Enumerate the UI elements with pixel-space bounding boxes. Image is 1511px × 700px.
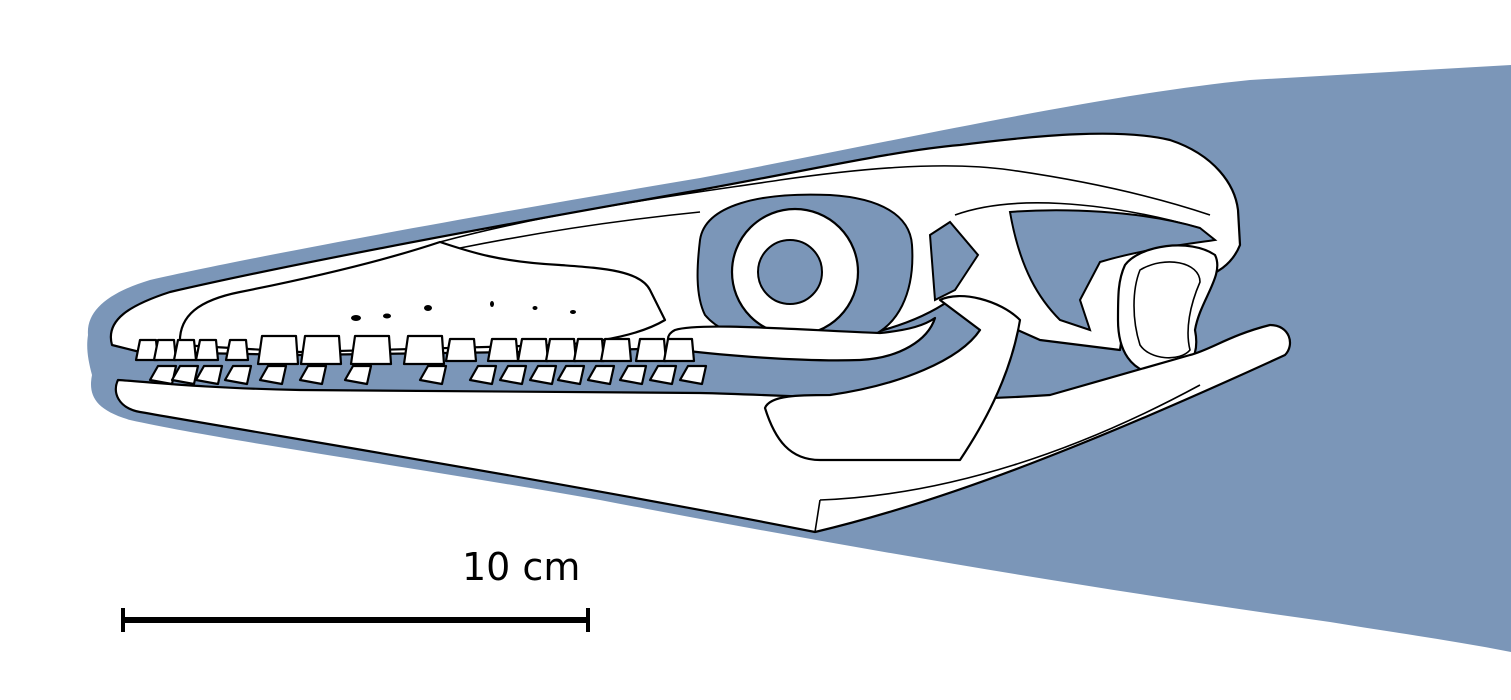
coronoid-process [763,295,1022,462]
lower-tooth [194,364,224,386]
scale-bar [121,608,590,632]
upper-tooth [444,337,478,363]
upper-tooth [544,337,578,363]
upper-tooth [299,334,343,366]
lower-tooth [170,364,200,386]
upper-tooth [172,338,198,362]
lower-tooth [343,364,373,386]
lower-tooth [148,364,178,386]
skull-suture-upper [439,165,1211,243]
upper-tooth [402,334,446,366]
upper-tooth [349,334,393,366]
lower-tooth [678,364,708,386]
upper-tooth [152,338,178,362]
lower-tooth [468,364,498,386]
postorbital-opening [928,220,980,302]
lower-tooth [648,364,678,386]
scale-bar-label: 10 cm [462,545,581,589]
teeth [134,334,708,386]
lower-tooth [223,364,253,386]
lower-tooth [258,364,288,386]
maxilla [178,240,667,354]
upper-tooth [516,337,550,363]
lower-tooth [418,364,448,386]
jaw-suture [814,384,1201,533]
lower-tooth [298,364,328,386]
quadrate-inner [1133,261,1201,359]
pupil-opening [757,239,823,305]
upper-tooth [572,337,606,363]
upper-tooth [634,337,668,363]
upper-tooth [194,338,220,362]
foramina [351,301,576,321]
upper-tooth [662,337,696,363]
lower-jaw [114,323,1292,534]
upper-tooth [224,338,250,362]
upper-tooth [599,337,633,363]
lower-tooth [618,364,648,386]
lower-tooth [528,364,558,386]
lower-tooth [556,364,586,386]
lower-tooth [498,364,528,386]
lower-tooth [586,364,616,386]
upper-tooth [486,337,520,363]
upper-tooth [256,334,300,366]
